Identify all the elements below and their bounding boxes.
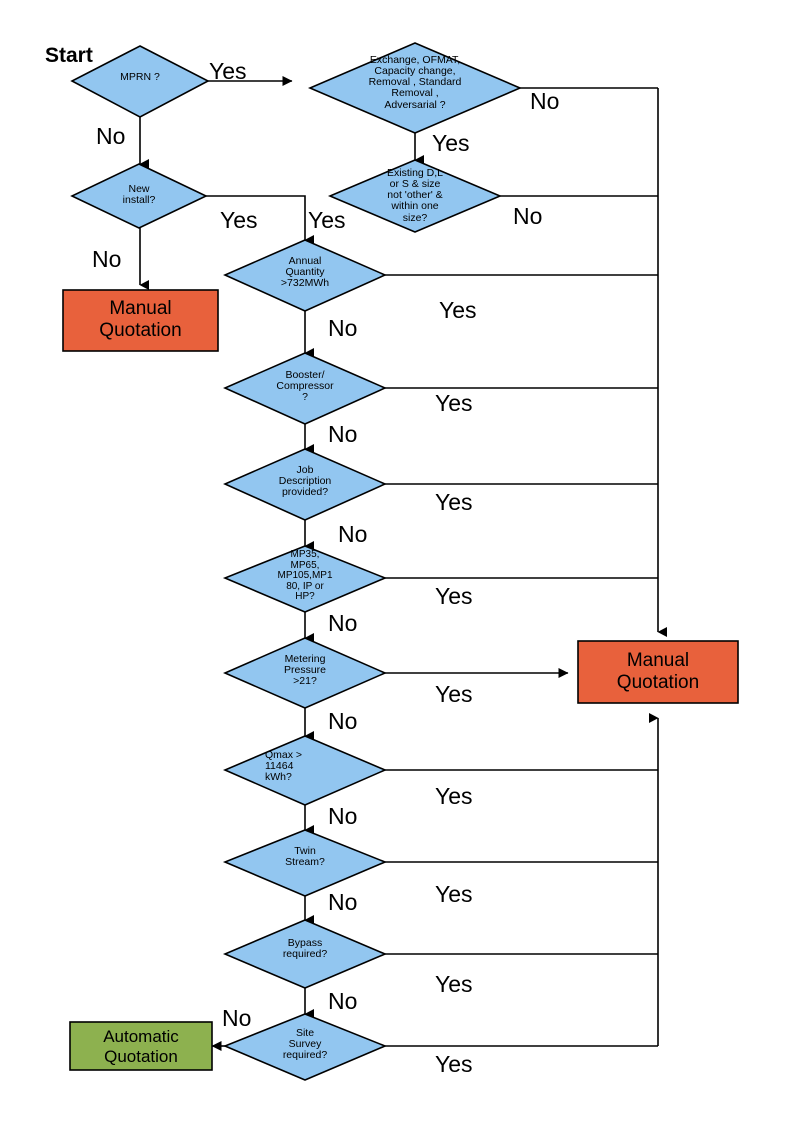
decision-metering-pressure[interactable] — [223, 637, 387, 709]
edge-label-annual-no: No — [328, 315, 358, 341]
decision-site-survey[interactable] — [222, 1013, 388, 1081]
edge-label-booster-no: No — [328, 421, 358, 447]
edge-label-mpcodes-no: No — [328, 610, 358, 636]
decision-mprn[interactable] — [70, 45, 210, 118]
edge-label-existing-yes: Yes — [308, 207, 346, 233]
edge-label-exchange-yes: Yes — [432, 130, 470, 156]
edge-label-site-survey-no: No — [222, 1005, 252, 1031]
decision-bypass[interactable] — [222, 919, 388, 989]
edge-label-site-survey-yes: Yes — [435, 1051, 473, 1077]
terminal-automatic-quotation[interactable] — [69, 1021, 213, 1071]
edge-label-mprn-no: No — [96, 123, 126, 149]
edge-label-new-install-no: No — [92, 246, 122, 272]
decision-booster-compressor[interactable] — [223, 352, 387, 425]
edge-label-qmax-no: No — [328, 803, 358, 829]
start-label: Start — [45, 44, 93, 67]
edge-label-exchange-no: No — [530, 88, 560, 114]
edge-label-existing-no: No — [513, 203, 543, 229]
decision-job-description[interactable] — [223, 448, 387, 521]
edge-label-bypass-yes: Yes — [435, 971, 473, 997]
terminal-manual-quotation-right[interactable] — [577, 640, 739, 704]
edge-label-booster-yes: Yes — [435, 390, 473, 416]
decision-existing[interactable] — [327, 159, 503, 233]
edge-label-bypass-no: No — [328, 988, 358, 1014]
decision-annual-quantity[interactable] — [223, 239, 387, 312]
decision-new-install[interactable] — [70, 163, 208, 229]
decision-qmax[interactable] — [222, 735, 388, 806]
connectors — [139, 76, 667, 1051]
edge-new-install-yes — [206, 195, 314, 245]
edge-label-mpcodes-yes: Yes — [435, 583, 473, 609]
edge-label-jobdesc-no: No — [338, 521, 368, 547]
edge-label-twin-no: No — [328, 889, 358, 915]
edge-label-metering-no: No — [328, 708, 358, 734]
edge-label-twin-yes: Yes — [435, 881, 473, 907]
terminal-manual-quotation-left[interactable] — [62, 289, 219, 352]
edge-label-mprn-yes: Yes — [209, 58, 247, 84]
edge-label-new-install-yes: Yes — [220, 207, 258, 233]
edge-label-annual-yes: Yes — [439, 297, 477, 323]
decision-mp-codes[interactable] — [222, 545, 388, 613]
decision-twin-stream[interactable] — [222, 829, 388, 897]
decision-exchange[interactable] — [307, 42, 523, 134]
edge-label-metering-yes: Yes — [435, 681, 473, 707]
edge-label-jobdesc-yes: Yes — [435, 489, 473, 515]
edge-label-qmax-yes: Yes — [435, 783, 473, 809]
